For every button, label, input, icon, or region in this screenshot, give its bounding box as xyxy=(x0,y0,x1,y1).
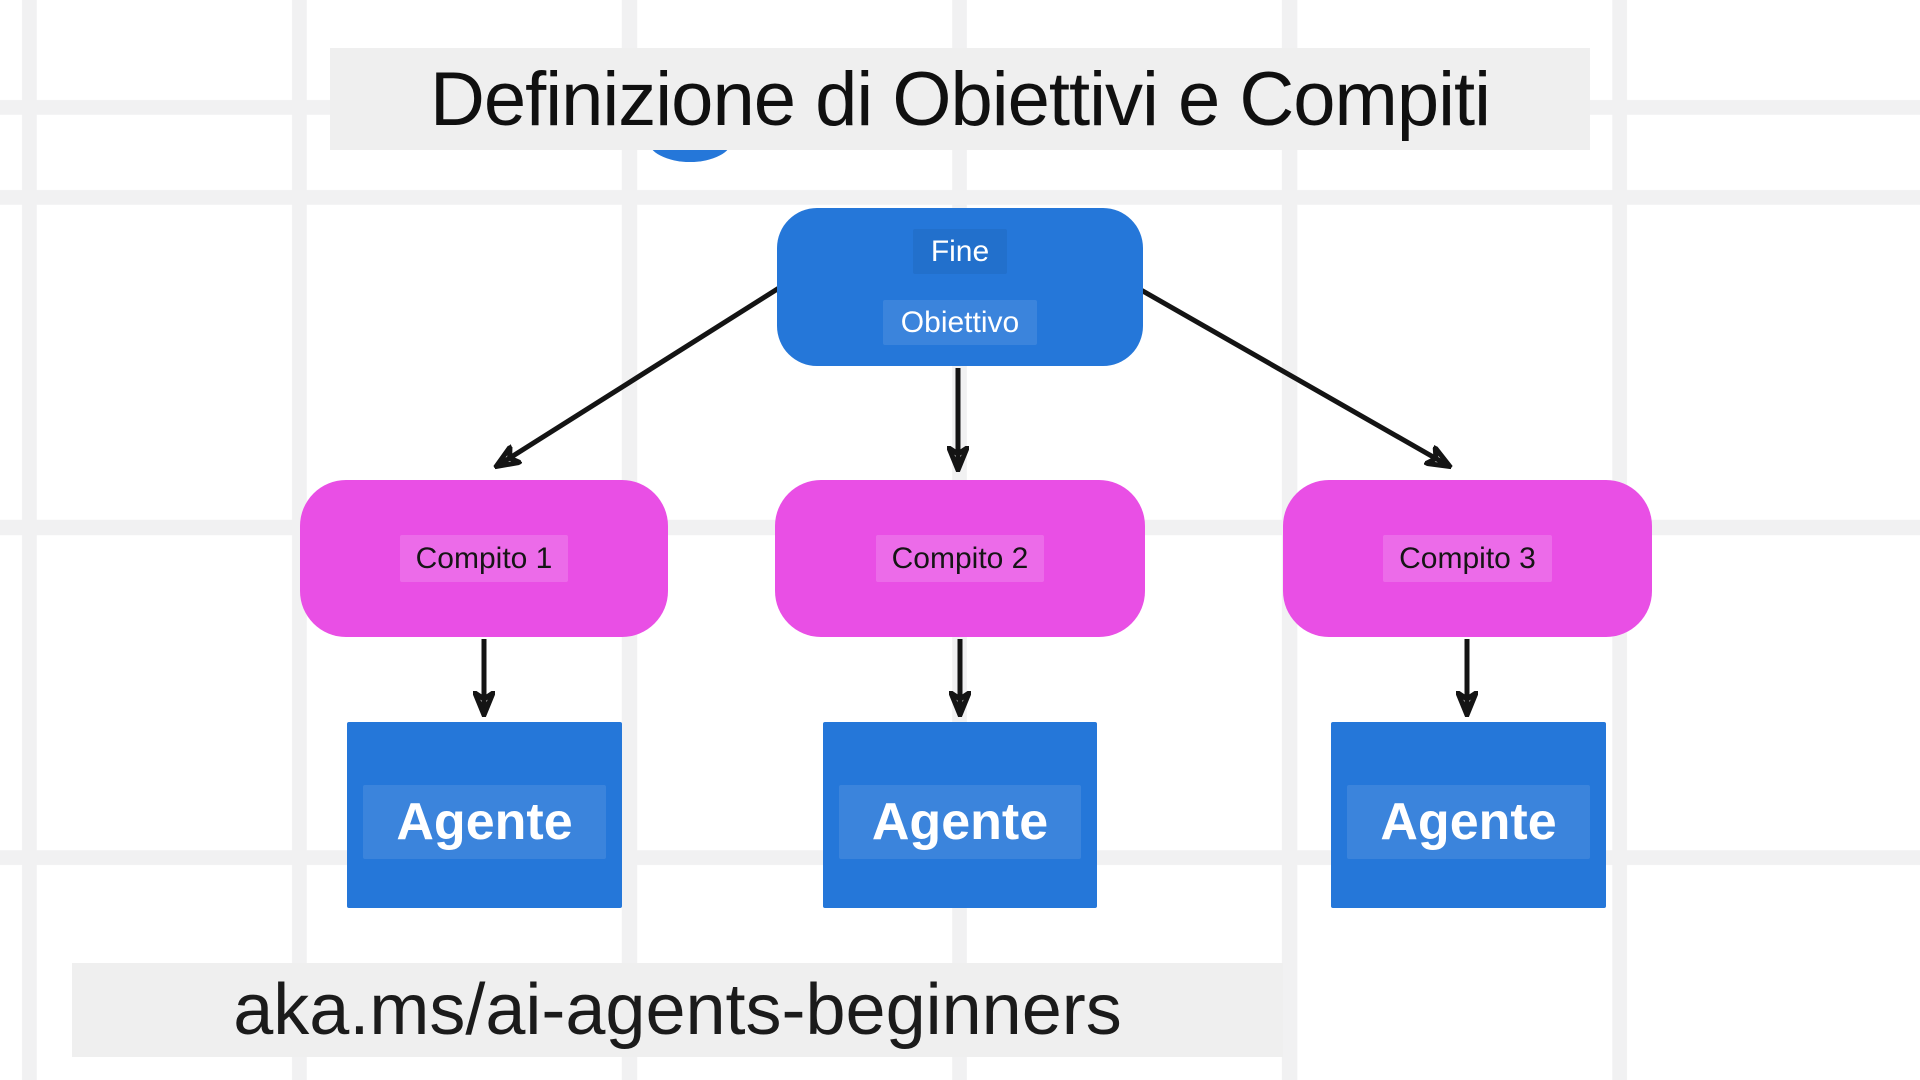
arrow-goal-to-task1 xyxy=(497,285,781,466)
title-banner: Definizione di Obiettivi e Compiti xyxy=(330,48,1590,150)
task-label-2: Compito 2 xyxy=(875,535,1045,582)
footer-link-text: aka.ms/ai-agents-beginners xyxy=(233,970,1122,1050)
task-node-2: Compito 2 xyxy=(775,480,1145,637)
task-label-1: Compito 1 xyxy=(399,535,569,582)
agent-node-3: Agente xyxy=(1331,722,1606,908)
task-node-1: Compito 1 xyxy=(300,480,668,637)
page-title: Definizione di Obiettivi e Compiti xyxy=(429,56,1491,142)
task-node-3: Compito 3 xyxy=(1283,480,1652,637)
agent-label-3: Agente xyxy=(1347,785,1590,859)
agent-label-2: Agente xyxy=(839,785,1081,859)
arrow-goal-to-task3 xyxy=(1139,287,1449,466)
task-label-3: Compito 3 xyxy=(1383,535,1552,582)
goal-label-fine: Fine xyxy=(912,229,1008,274)
goal-label-obiettivo: Obiettivo xyxy=(882,300,1038,345)
agent-label-1: Agente xyxy=(363,785,606,859)
agent-node-2: Agente xyxy=(823,722,1097,908)
agent-node-1: Agente xyxy=(347,722,622,908)
goal-node: Fine Obiettivo xyxy=(777,208,1143,366)
footer-banner: aka.ms/ai-agents-beginners xyxy=(72,963,1283,1057)
